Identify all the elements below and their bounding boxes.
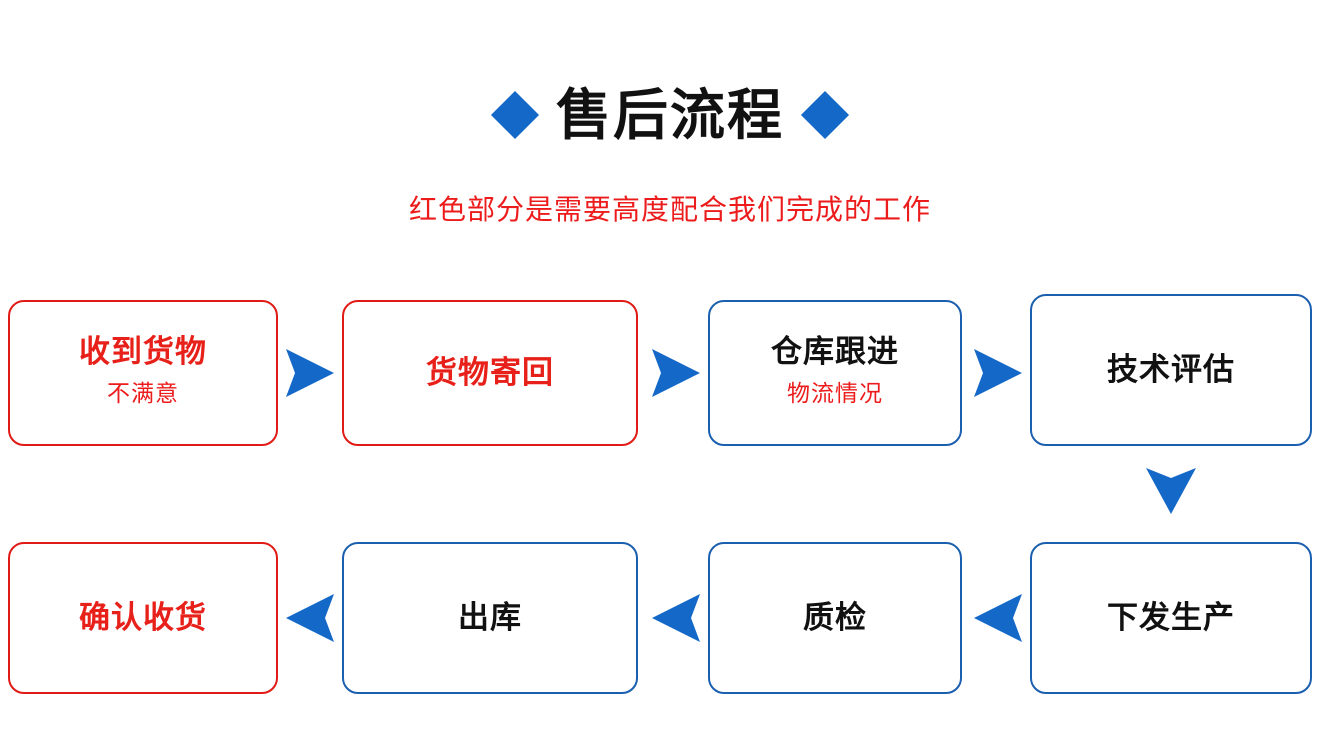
arrow-right-icon-2 [648, 343, 704, 403]
diamond-icon-left [490, 90, 540, 140]
title-row: 售后流程 [0, 80, 1340, 150]
flow-node-label: 下发生产 [1107, 599, 1235, 635]
flow-node-confirm-receipt[interactable]: 确认收货 [8, 542, 278, 694]
arrow-left-icon-7 [282, 588, 338, 648]
arrow-right-icon-3 [970, 343, 1026, 403]
arrow-right-icon-1 [282, 343, 338, 403]
subtitle-note: 红色部分是需要高度配合我们完成的工作 [408, 194, 931, 225]
flow-node-label: 确认收货 [79, 599, 207, 635]
flow-node-label: 货物寄回 [426, 354, 554, 390]
flow-node-label: 质检 [803, 599, 867, 635]
header: 售后流程 红色部分是需要高度配合我们完成的工作 [0, 0, 1340, 250]
flow-node-warehouse-track[interactable]: 仓库跟进 物流情况 [708, 300, 962, 446]
arrow-left-icon-6 [648, 588, 704, 648]
page-title: 售后流程 [555, 83, 784, 146]
flow-node-outbound[interactable]: 出库 [342, 542, 638, 694]
flow-node-label: 出库 [458, 599, 522, 635]
flow-node-sublabel: 不满意 [107, 380, 179, 407]
flow-node-label: 仓库跟进 [771, 334, 899, 370]
flow-node-label: 技术评估 [1107, 351, 1235, 387]
flow-node-label: 收到货物 [79, 334, 207, 370]
flow-node-sublabel: 物流情况 [787, 380, 883, 407]
flow-node-quality-check[interactable]: 质检 [708, 542, 962, 694]
flow-node-tech-assess[interactable]: 技术评估 [1030, 294, 1312, 446]
diamond-icon-right [800, 90, 850, 140]
flow-node-send-back[interactable]: 货物寄回 [342, 300, 638, 446]
flow-node-receive-goods[interactable]: 收到货物 不满意 [8, 300, 278, 446]
arrow-down-icon-4 [1141, 462, 1201, 522]
flow-node-issue-production[interactable]: 下发生产 [1030, 542, 1312, 694]
arrow-left-icon-5 [970, 588, 1026, 648]
